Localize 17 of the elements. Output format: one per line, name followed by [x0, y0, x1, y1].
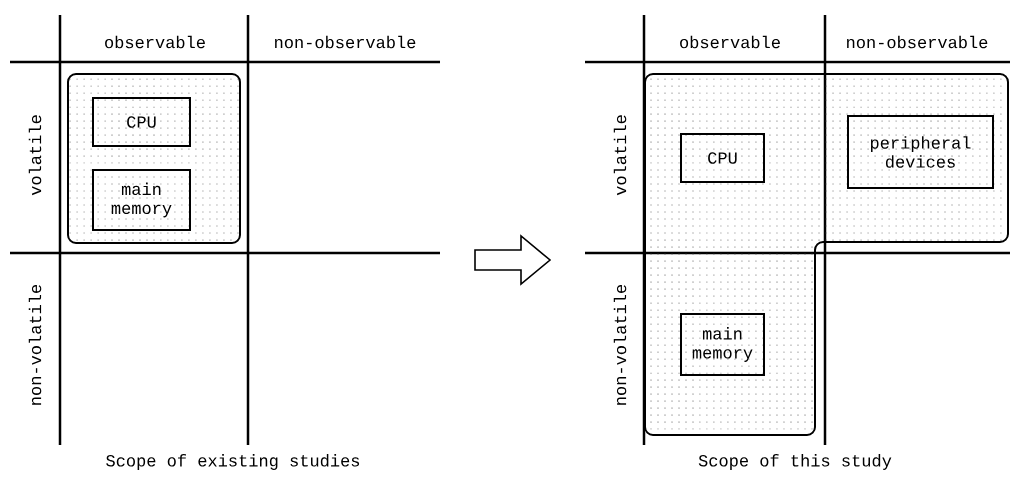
row-header: volatile [28, 115, 42, 196]
component-box: CPU [680, 133, 765, 183]
scope-region [67, 73, 241, 244]
component-box: CPU [92, 97, 191, 147]
column-header: non-observable [847, 35, 988, 49]
caption: Scope of this study [698, 454, 892, 470]
row-header: volatile [613, 115, 627, 196]
row-header: non-volatile [28, 284, 42, 405]
column-header: observable [680, 35, 780, 49]
row-header: non-volatile [613, 284, 627, 405]
component-box: main memory [92, 169, 191, 231]
component-box: main memory [680, 313, 765, 376]
caption: Scope of existing studies [106, 454, 360, 470]
column-header: non-observable [275, 35, 416, 49]
component-box: peripheral devices [847, 115, 994, 189]
scope-region [644, 73, 1009, 436]
column-header: observable [105, 35, 205, 49]
